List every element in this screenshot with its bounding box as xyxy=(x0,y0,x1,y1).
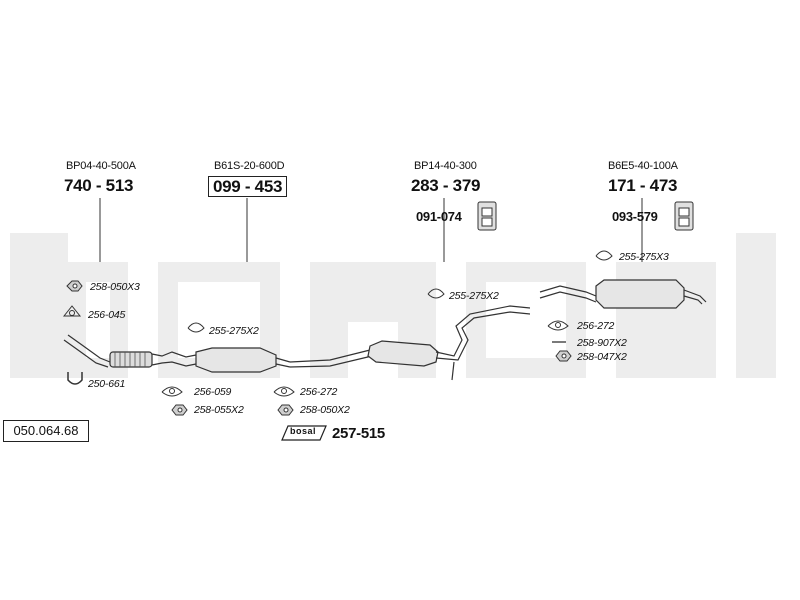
part-label: 258-055X2 xyxy=(194,404,244,416)
part-label: 250-661 xyxy=(88,378,126,390)
bosal-logo-icon xyxy=(281,425,327,441)
part-label: 258-050X3 xyxy=(90,281,140,293)
flange-gasket-icon xyxy=(161,386,183,397)
clamp-icon xyxy=(595,250,613,261)
part-label: 258-047X2 xyxy=(577,351,627,363)
part-label: 256-045 xyxy=(88,309,126,321)
exhaust-pipe xyxy=(63,279,707,381)
nut-icon xyxy=(277,404,294,416)
part-label: 256-272 xyxy=(577,320,615,332)
rubber-mount-icon xyxy=(477,201,497,231)
part-number: 171 - 473 xyxy=(608,176,678,195)
brand-watermark xyxy=(10,233,776,378)
clamp-icon xyxy=(187,322,205,333)
leader-lines xyxy=(99,198,643,262)
part-label: 255-275X2 xyxy=(449,290,499,302)
bosal-logo-text: bosal xyxy=(290,426,317,436)
nut-icon xyxy=(555,350,572,362)
part-label: 258-907X2 xyxy=(577,337,627,349)
flange-gasket-icon xyxy=(273,386,295,397)
part-label: 255-275X3 xyxy=(619,251,669,263)
part-number: 740 - 513 xyxy=(64,176,134,195)
clamp-icon xyxy=(427,288,445,299)
flange-gasket-icon xyxy=(547,320,569,331)
kit-part-number: 257-515 xyxy=(332,425,385,442)
mount-part-number: 093-579 xyxy=(612,209,658,224)
rubber-mount-icon xyxy=(674,201,694,231)
nut-icon xyxy=(66,280,83,292)
mount-part-number: 091-074 xyxy=(416,209,462,224)
nut-icon xyxy=(171,404,188,416)
oem-number: B6E5-40-100A xyxy=(608,160,678,172)
catalog-number: 050.064.68 xyxy=(3,420,89,442)
oem-number: B61S-20-600D xyxy=(214,160,285,172)
part-label: 256-059 xyxy=(194,386,232,398)
u-bolt-icon xyxy=(67,372,83,385)
part-number: 283 - 379 xyxy=(411,176,481,195)
part-label: 258-050X2 xyxy=(300,404,350,416)
oem-number: BP04-40-500A xyxy=(66,160,136,172)
gasket-icon xyxy=(62,305,82,317)
part-label: 256-272 xyxy=(300,386,338,398)
part-label: 255-275X2 xyxy=(209,325,259,337)
oem-number: BP14-40-300 xyxy=(414,160,477,172)
part-number: 099 - 453 xyxy=(208,176,288,197)
